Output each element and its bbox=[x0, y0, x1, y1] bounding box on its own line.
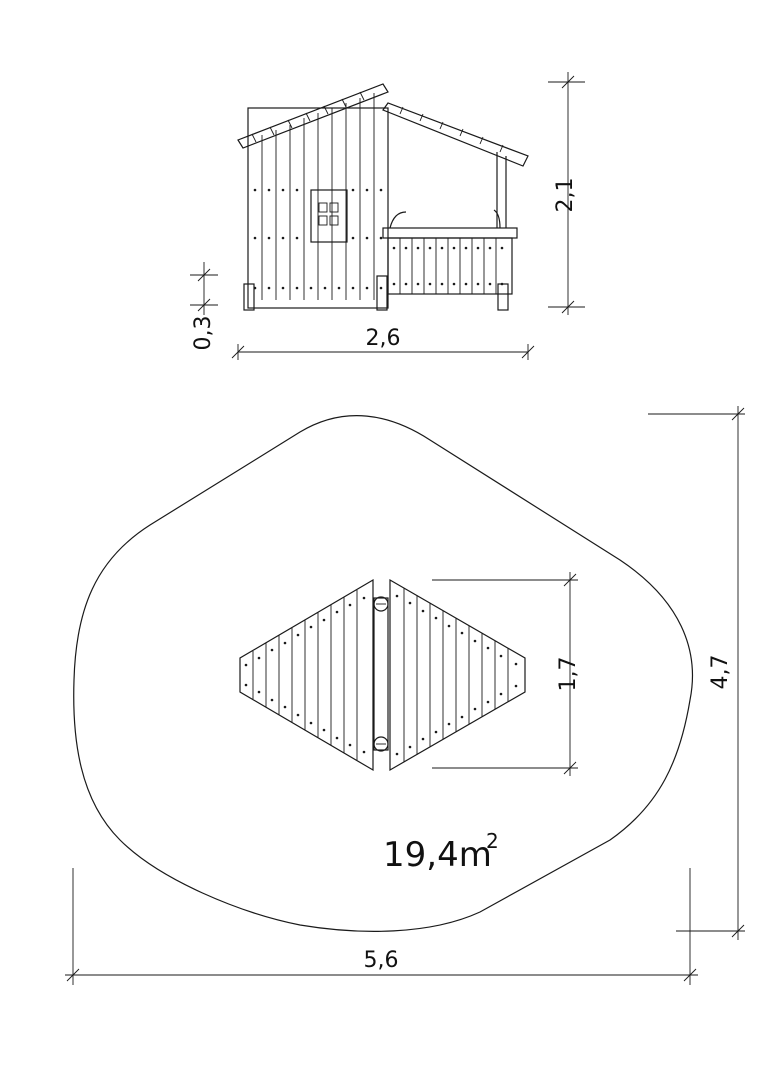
elevation-base-label: 0,3 bbox=[191, 316, 216, 351]
porch-rail bbox=[382, 209, 518, 295]
platform-left bbox=[239, 578, 374, 772]
plan-depth-dimension: 4,7 bbox=[648, 406, 745, 940]
elevation-height-label: 2,1 bbox=[553, 178, 578, 213]
area-exponent: 2 bbox=[486, 829, 499, 853]
plan-width-label: 5,6 bbox=[364, 948, 399, 973]
area-value: 19,4m bbox=[383, 835, 492, 875]
platform-right bbox=[389, 578, 526, 772]
elevation-view: 2,6 2,1 0,3 bbox=[190, 72, 585, 360]
structure-depth-dimension: 1,7 bbox=[432, 572, 581, 776]
cabin-window bbox=[310, 189, 348, 243]
plan-view: 1,7 4,7 5,6 19,4m 2 bbox=[65, 406, 745, 985]
structure-depth-label: 1,7 bbox=[556, 657, 581, 692]
safety-zone-outline bbox=[73, 415, 694, 932]
porch-roof bbox=[382, 102, 529, 228]
cabin-legs bbox=[243, 275, 509, 311]
plan-depth-label: 4,7 bbox=[708, 655, 733, 690]
central-beam bbox=[373, 596, 389, 752]
elevation-height-dimension: 2,1 bbox=[548, 72, 585, 315]
plan-width-dimension: 5,6 bbox=[65, 868, 698, 985]
cabin-wall bbox=[247, 93, 389, 309]
area-label: 19,4m 2 bbox=[383, 829, 499, 875]
cabin-roof bbox=[237, 83, 389, 149]
elevation-width-dimension: 2,6 bbox=[231, 326, 535, 360]
elevation-base-dimension: 0,3 bbox=[190, 262, 218, 351]
elevation-width-label: 2,6 bbox=[366, 326, 401, 351]
